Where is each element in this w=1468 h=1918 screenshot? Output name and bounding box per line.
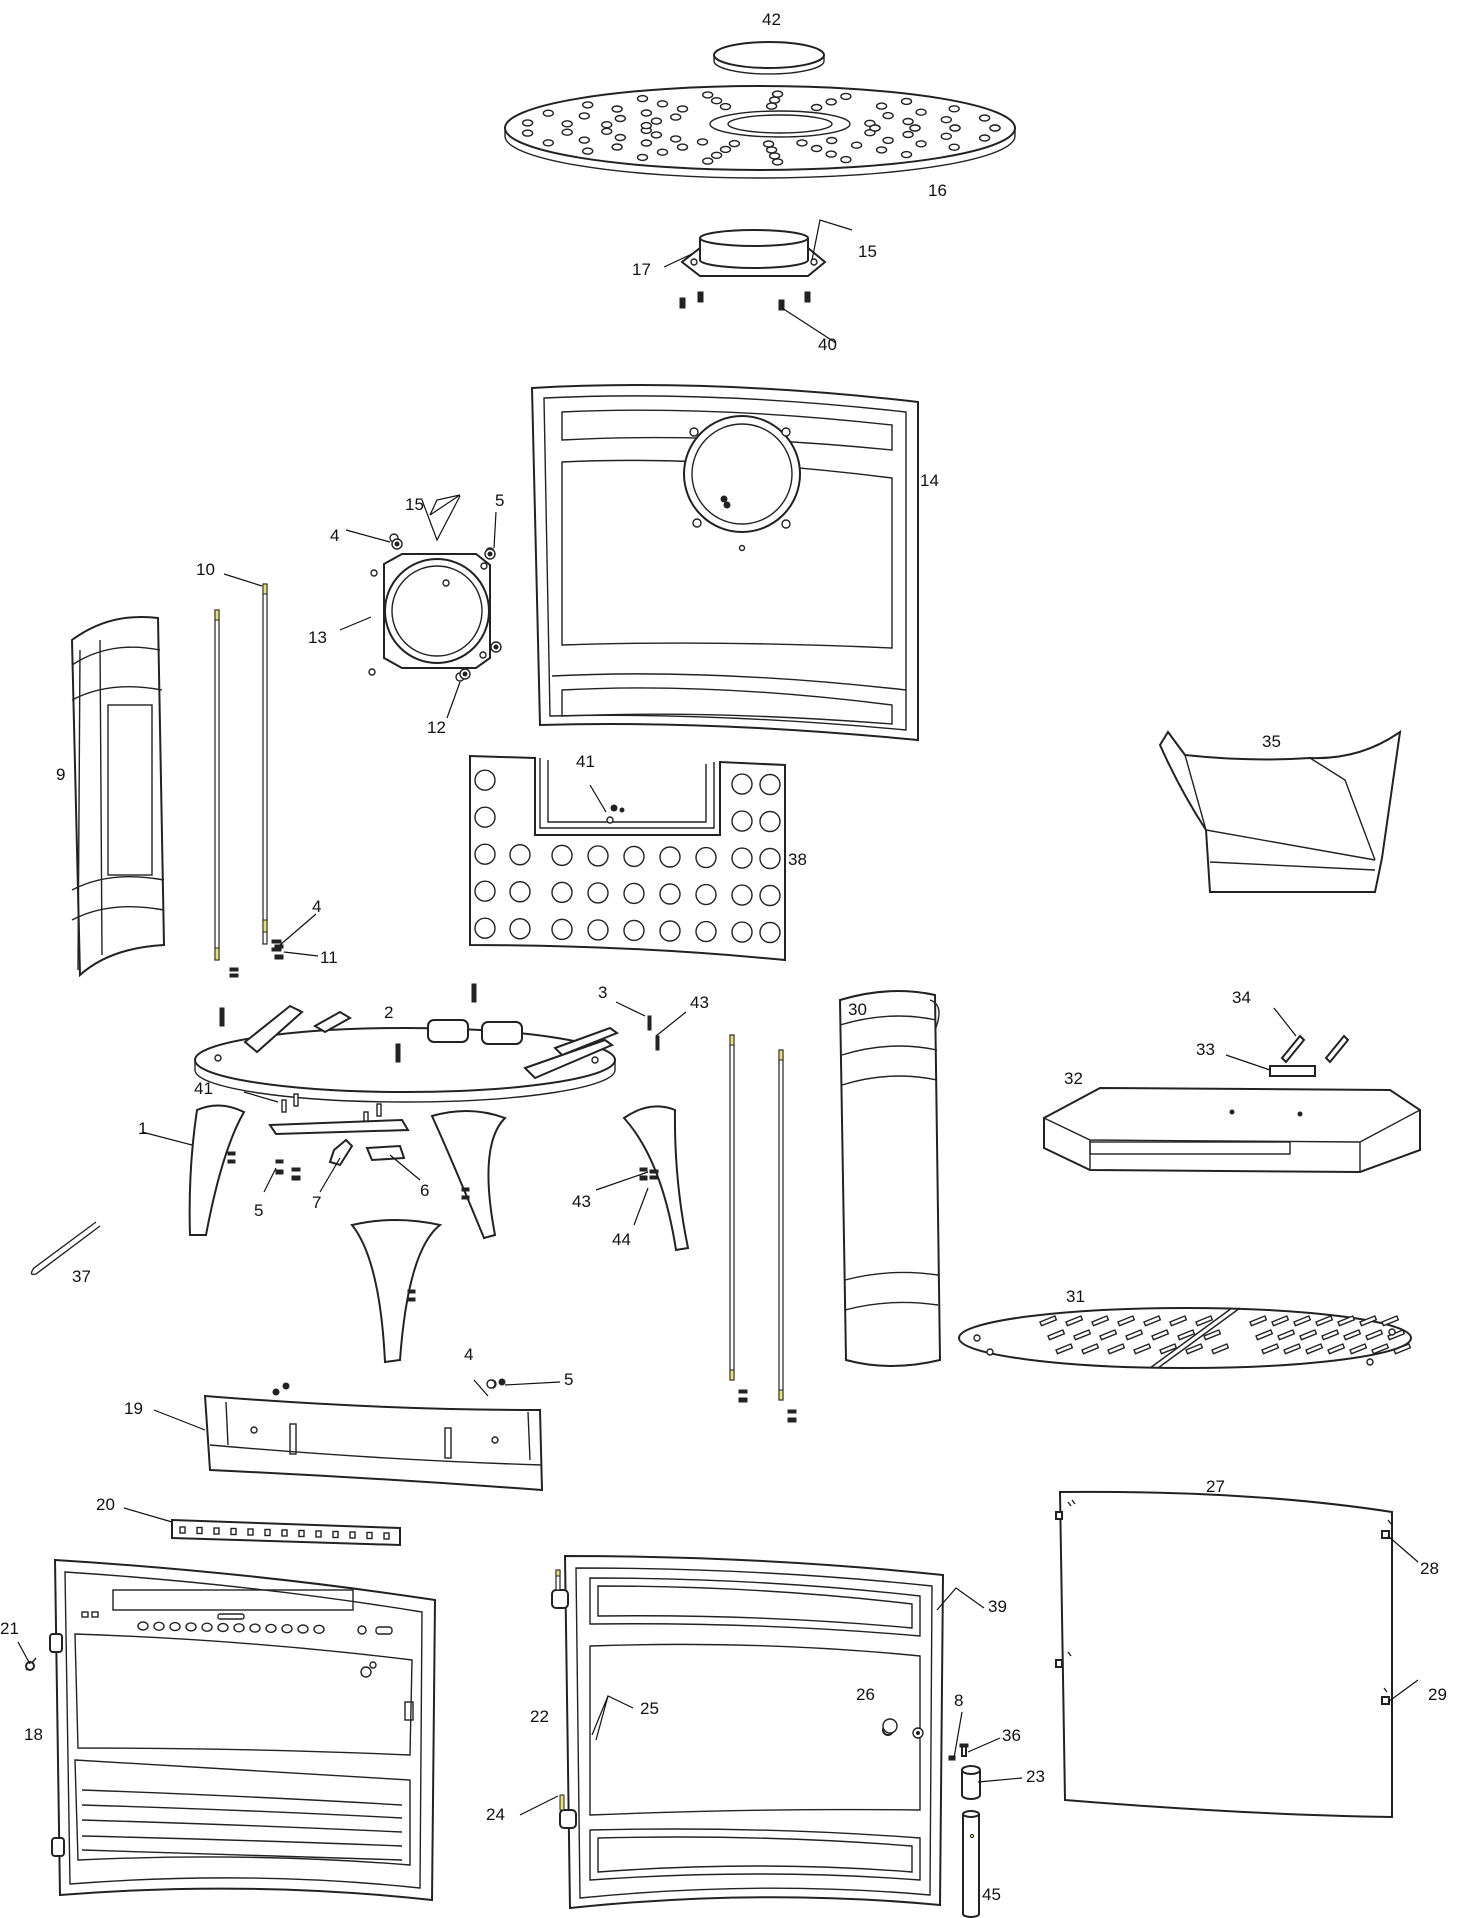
label-14: 14 bbox=[920, 471, 939, 490]
label-6: 6 bbox=[420, 1181, 429, 1200]
part-41-bolts bbox=[281, 1093, 382, 1125]
part-33-handle bbox=[1269, 1065, 1316, 1077]
part-40-screws bbox=[679, 291, 811, 311]
label-3: 3 bbox=[598, 983, 607, 1002]
label-13: 13 bbox=[308, 628, 327, 647]
label-4c: 4 bbox=[464, 1345, 473, 1364]
part-9-side-panel-left bbox=[70, 615, 166, 978]
part-8-washer bbox=[948, 1755, 956, 1761]
label-16: 16 bbox=[928, 181, 947, 200]
part-13-flue-adaptor-plate bbox=[368, 533, 495, 682]
part-36-pin bbox=[959, 1743, 969, 1757]
label-25: 25 bbox=[640, 1699, 659, 1718]
label-17: 17 bbox=[632, 260, 651, 279]
label-12: 12 bbox=[427, 718, 446, 737]
label-1: 1 bbox=[138, 1119, 147, 1138]
part-18-left-door bbox=[25, 1558, 437, 1902]
part-1-legs bbox=[188, 1104, 690, 1364]
label-9: 9 bbox=[56, 765, 65, 784]
part-19-front-rail bbox=[203, 1378, 544, 1492]
part-7-bracket bbox=[328, 1138, 354, 1167]
label-40: 40 bbox=[818, 335, 837, 354]
part-27-glass-panel bbox=[1055, 1490, 1393, 1819]
part-23-hinge-sleeve bbox=[961, 1765, 981, 1800]
label-29: 29 bbox=[1428, 1685, 1447, 1704]
part-35-deflector bbox=[1158, 729, 1402, 893]
label-22: 22 bbox=[530, 1707, 549, 1726]
label-39: 39 bbox=[988, 1597, 1007, 1616]
label-41b: 41 bbox=[194, 1079, 213, 1098]
label-43a: 43 bbox=[690, 993, 709, 1012]
label-18: 18 bbox=[24, 1725, 43, 1744]
label-26: 26 bbox=[856, 1685, 875, 1704]
label-42: 42 bbox=[762, 10, 781, 29]
part-38-rear-baffle bbox=[469, 754, 786, 962]
label-45: 45 bbox=[982, 1885, 1001, 1904]
label-32: 32 bbox=[1064, 1069, 1083, 1088]
callout-labels: 42 16 17 15 40 14 15 5 4 10 13 12 9 35 4… bbox=[0, 10, 1447, 1904]
part-31-grate bbox=[958, 1307, 1412, 1369]
label-8: 8 bbox=[954, 1691, 963, 1710]
part-2-screws bbox=[219, 983, 652, 1063]
label-7: 7 bbox=[312, 1193, 321, 1212]
part-6-bracket bbox=[268, 1118, 410, 1162]
label-36: 36 bbox=[1002, 1726, 1021, 1745]
label-20: 20 bbox=[96, 1495, 115, 1514]
label-33: 33 bbox=[1196, 1040, 1215, 1059]
label-44: 44 bbox=[612, 1230, 631, 1249]
part-10-tie-rods-left bbox=[214, 583, 284, 978]
label-31: 31 bbox=[1066, 1287, 1085, 1306]
part-32-ash-pan bbox=[1043, 1086, 1421, 1174]
label-2: 2 bbox=[384, 1003, 393, 1022]
part-16-top-plate bbox=[504, 85, 1016, 179]
part-20-air-slide bbox=[171, 1518, 401, 1547]
label-43b: 43 bbox=[572, 1192, 591, 1211]
label-15b: 15 bbox=[405, 495, 424, 514]
label-5a: 5 bbox=[495, 491, 504, 510]
label-15a: 15 bbox=[858, 242, 877, 261]
label-37: 37 bbox=[72, 1267, 91, 1286]
label-41a: 41 bbox=[576, 752, 595, 771]
label-11: 11 bbox=[320, 948, 338, 967]
label-27: 27 bbox=[1206, 1477, 1225, 1496]
label-30: 30 bbox=[848, 1000, 867, 1019]
fasteners-misc bbox=[271, 538, 660, 1389]
part-42-cap bbox=[713, 41, 825, 75]
part-2-base-plate bbox=[194, 983, 652, 1103]
label-21: 21 bbox=[0, 1619, 19, 1638]
part-45-handle-bar bbox=[962, 1810, 980, 1918]
label-24: 24 bbox=[486, 1805, 505, 1824]
leg-bolts bbox=[227, 1151, 648, 1302]
label-38: 38 bbox=[788, 850, 807, 869]
label-5c: 5 bbox=[564, 1370, 573, 1389]
leader-lines bbox=[17, 219, 1419, 1816]
part-14-back-panel bbox=[530, 384, 919, 742]
label-28: 28 bbox=[1420, 1559, 1439, 1578]
label-5b: 5 bbox=[254, 1201, 263, 1220]
part-10-tie-rods-right bbox=[729, 1034, 797, 1423]
part-17-flue-collar bbox=[680, 229, 827, 277]
part-30-side-panel-right bbox=[838, 990, 942, 1367]
label-23: 23 bbox=[1026, 1767, 1045, 1786]
label-34: 34 bbox=[1232, 988, 1251, 1007]
part-39-right-door bbox=[551, 1554, 945, 1910]
label-19: 19 bbox=[124, 1399, 143, 1418]
label-4b: 4 bbox=[312, 897, 321, 916]
label-10: 10 bbox=[196, 560, 215, 579]
label-4a: 4 bbox=[330, 526, 339, 545]
part-37-tool-hook bbox=[30, 1221, 101, 1276]
part-34-pins bbox=[1280, 1034, 1350, 1064]
label-35: 35 bbox=[1262, 732, 1281, 751]
